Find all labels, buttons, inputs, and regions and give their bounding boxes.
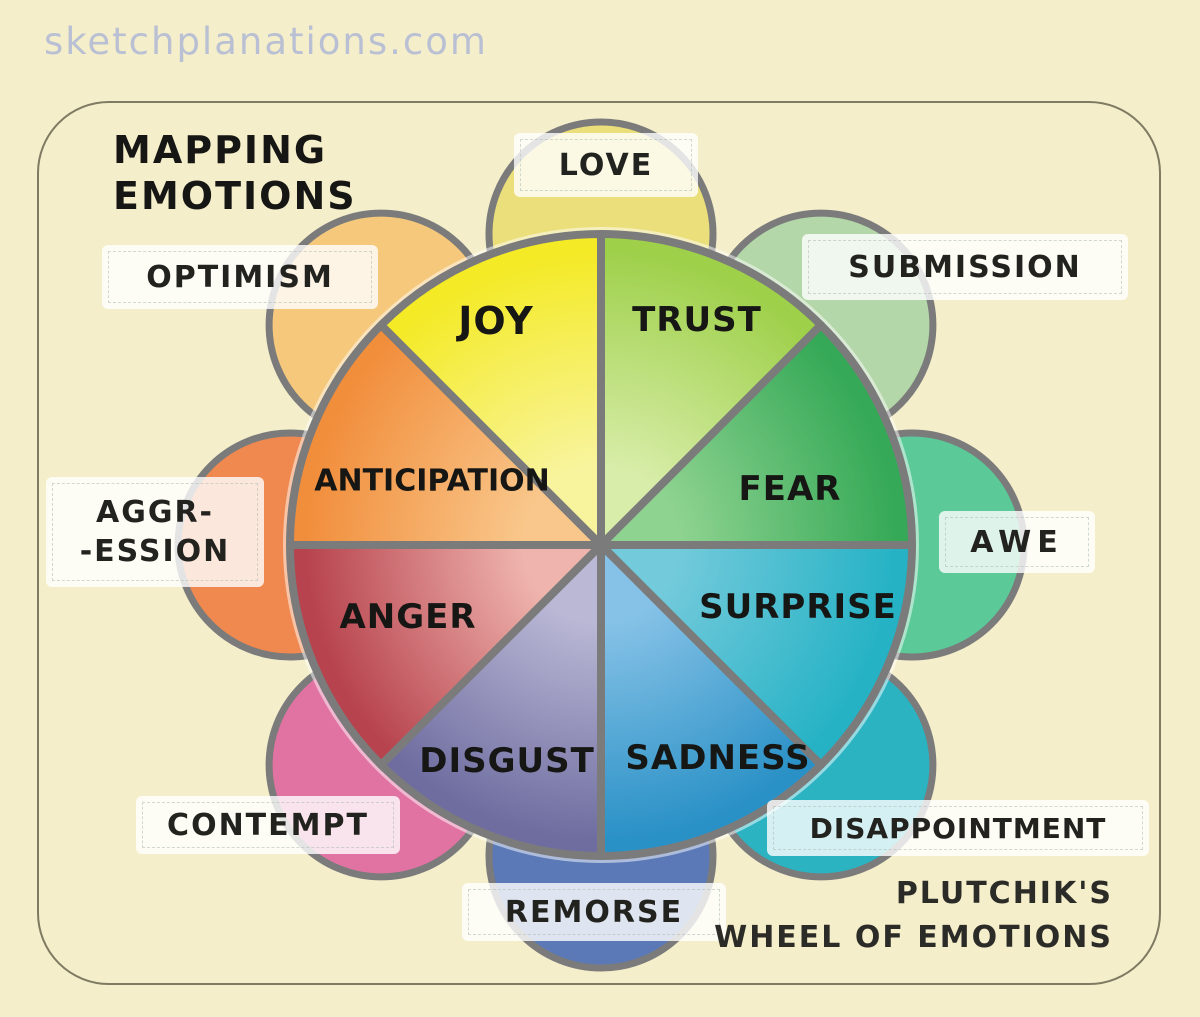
title-line-1: MAPPING [113,128,328,172]
frame-border [37,101,1161,985]
wedge-joy [377,230,605,549]
wedge-surprise [597,541,916,769]
segment-label-fear: FEAR [738,469,842,509]
petal-label-disappointment: DISAPPOINTMENT [767,800,1149,856]
petal-label-optimism: OPTIMISM [102,245,378,309]
petal-label-remorse: REMORSE [462,883,726,941]
page-title: MAPPING EMOTIONS [113,128,357,219]
petal-label-awe: AWE [939,511,1095,573]
attribution-line-1: PLUTCHIK'S [895,876,1113,911]
petal-label-optimism-text: OPTIMISM [146,259,334,295]
petal-label-awe-text: AWE [970,524,1064,560]
segment-label-anger: ANGER [339,597,477,637]
segment-label-disgust: DISGUST [419,741,595,781]
segment-label-anticipation: ANTICIPATION [314,463,550,499]
wedge-sadness [597,541,825,860]
petal-label-contempt-text: CONTEMPT [167,807,369,843]
segment-label-surprise: SURPRISE [699,587,897,627]
petal-label-aggression-line-2: -ESSION [79,534,231,569]
segment-label-sadness: SADNESS [625,738,811,778]
petal-label-remorse-text: REMORSE [504,894,684,930]
wedge-anger [286,541,605,769]
petal-label-aggression: AGGR- -ESSION [46,477,264,587]
segment-label-trust: TRUST [632,300,762,340]
watermark: sketchplanations.com [44,20,488,63]
title-line-2: EMOTIONS [113,173,357,218]
petal-label-disappointment-text: DISAPPOINTMENT [809,811,1107,845]
wedge-trust [597,230,825,549]
petal-label-submission: SUBMISSION [802,234,1128,300]
wedge-fear [597,321,916,549]
petal-label-submission-text: SUBMISSION [848,249,1082,285]
attribution-line-2: WHEEL OF EMOTIONS [714,919,1113,955]
attribution: PLUTCHIK'S WHEEL OF EMOTIONS [714,872,1113,959]
petal-label-love-text: LOVE [558,147,654,183]
wedge-disgust [377,541,605,860]
petal-label-love: LOVE [514,133,698,197]
petal-label-aggression-line-1: AGGR- [95,495,215,530]
segment-label-joy: JOY [458,299,534,343]
petal-label-contempt: CONTEMPT [136,796,400,854]
wedge-anticipation [286,321,605,549]
